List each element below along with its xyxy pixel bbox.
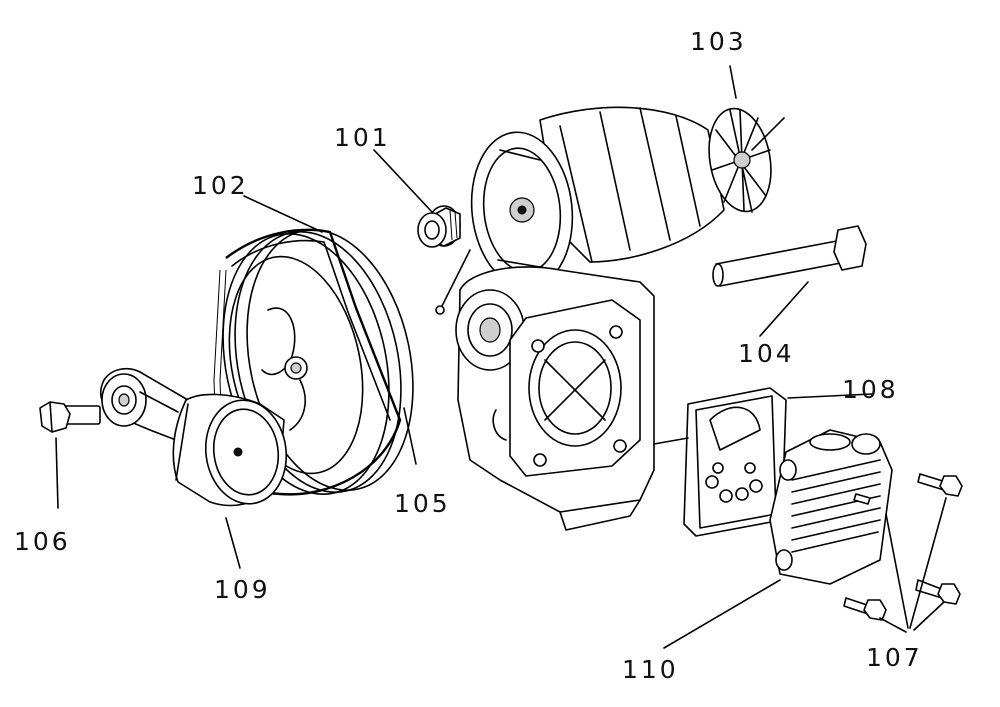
label-107: 107 — [866, 643, 923, 672]
label-103: 103 — [690, 27, 747, 56]
crankcase — [455, 266, 655, 531]
label-109: 109 — [214, 575, 271, 604]
label-104: 104 — [738, 339, 795, 368]
label-110: 110 — [622, 655, 679, 684]
label-106: 106 — [14, 527, 71, 556]
callout-labels: 101 102 103 104 105 106 107 108 109 110 — [14, 27, 923, 684]
label-105: 105 — [394, 489, 451, 518]
motor-103 — [435, 106, 785, 315]
long-bolt-104 — [712, 225, 867, 287]
label-108: 108 — [842, 375, 899, 404]
idler-pulley-109 — [172, 393, 288, 507]
coupling-101 — [417, 205, 461, 248]
cylinder-head-110 — [769, 429, 893, 585]
motor-fan — [708, 107, 785, 213]
idler-arm — [99, 367, 189, 441]
bolt-106 — [39, 401, 101, 433]
label-101: 101 — [334, 123, 391, 152]
large-pulley-105 — [222, 229, 414, 495]
leader-lines — [55, 65, 947, 649]
valve-plate-108 — [653, 387, 787, 537]
head-bolts-107 — [843, 473, 963, 621]
label-102: 102 — [192, 171, 249, 200]
